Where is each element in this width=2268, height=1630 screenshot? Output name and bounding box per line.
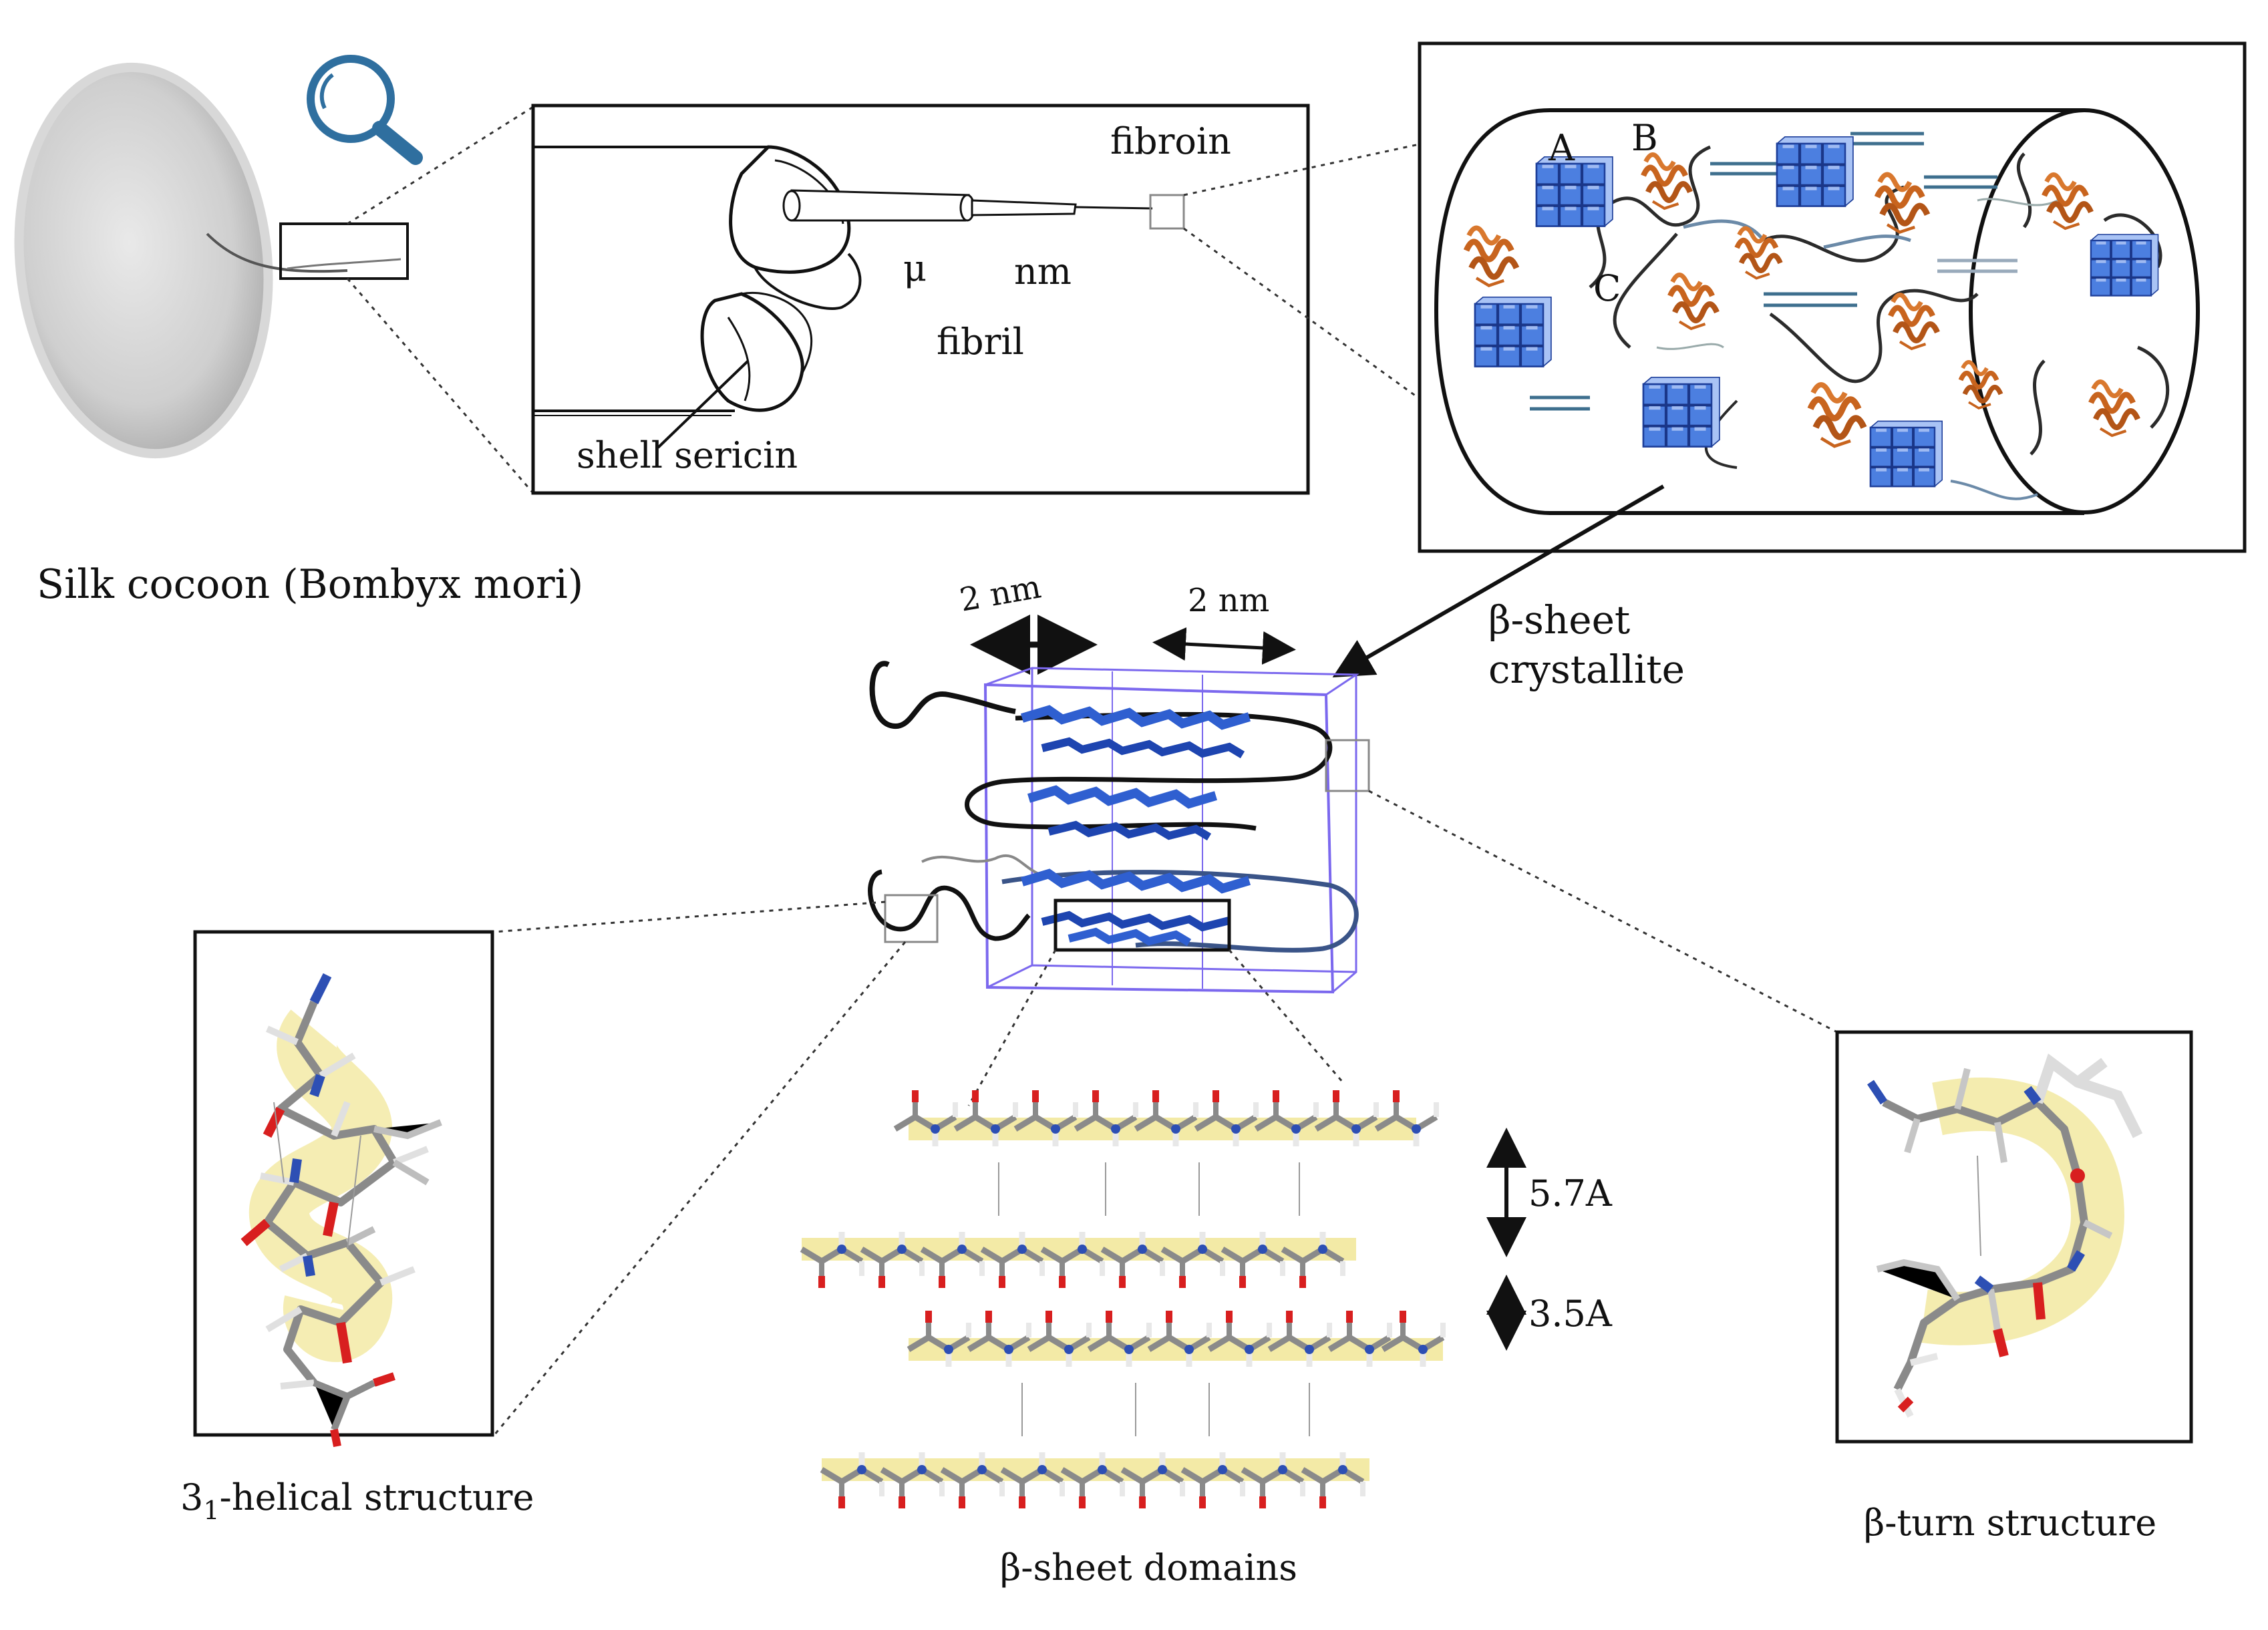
turn-structure-panel — [1835, 1030, 2193, 1444]
zoom-line-domain-right — [1228, 949, 1344, 1083]
crystallite-label-line2: crystallite — [1488, 647, 1685, 692]
beta-sheet-crystallite — [868, 661, 1370, 994]
width-left-label: 2 nm — [957, 568, 1043, 619]
silk-cocoon — [14, 62, 348, 459]
fibroin-structure-panel — [1418, 41, 2247, 553]
nano-label: nm — [1014, 251, 1072, 293]
zoom-line-cocoon-bottom — [346, 278, 534, 494]
zoom-line-helical-bottom — [493, 941, 907, 1436]
width-right-label: 2 nm — [1188, 582, 1269, 619]
micro-label: μ — [903, 247, 927, 289]
helical-label-subscript: 1 — [203, 1496, 219, 1525]
crystallite-label-line1: β-sheet — [1488, 597, 1630, 643]
cocoon-label: Silk cocoon (Bombyx mori) — [37, 561, 583, 608]
spacing-large-label: 5.7A — [1528, 1172, 1613, 1214]
cocoon-zoom-box — [279, 222, 409, 280]
svg-text:31-helical structure: 31-helical structure — [180, 1476, 534, 1525]
region-b-label: B — [1631, 117, 1658, 159]
helical-structure-panel — [193, 930, 494, 1448]
zoom-line-helical-top — [494, 901, 886, 933]
spacing-small-label: 3.5A — [1528, 1293, 1613, 1335]
fibril-label: fibril — [937, 321, 1024, 363]
region-c-label: C — [1593, 267, 1621, 309]
helical-label: 31-helical structure — [180, 1476, 534, 1525]
zoom-line-domain-left — [967, 949, 1057, 1106]
double-arrow-icon — [970, 615, 1296, 675]
zoom-line-turn-top — [1368, 790, 1838, 1033]
magnifier-icon — [307, 55, 423, 165]
sheet-domains-label: β-sheet domains — [1000, 1546, 1297, 1589]
helical-label-suffix: -helical structure — [220, 1476, 534, 1518]
crystallite-pointer-arrow — [1332, 484, 1665, 677]
region-a-label: A — [1548, 127, 1575, 169]
helical-label-prefix: 3 — [180, 1476, 203, 1518]
sericin-label: shell sericin — [577, 434, 798, 476]
fibroin-label: fibroin — [1110, 120, 1231, 162]
fiber-panel — [531, 104, 1310, 495]
beta-sheet-domains — [802, 1090, 1443, 1508]
turn-label: β-turn structure — [1864, 1502, 2156, 1544]
